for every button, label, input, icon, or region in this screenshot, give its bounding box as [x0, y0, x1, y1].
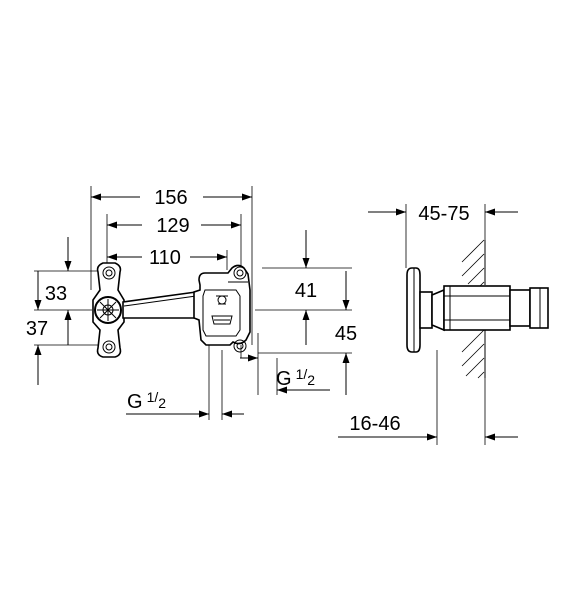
front-view: 156 129 110 33	[26, 186, 357, 420]
side-view: 45-75 16-46	[338, 203, 549, 445]
valve-body	[193, 264, 251, 353]
svg-text:G1/2: G1/2	[276, 366, 315, 390]
dimension-37: 37	[26, 271, 48, 385]
dim-37-label: 37	[26, 318, 48, 340]
thread-left-main: G	[127, 391, 143, 413]
dim-129-label: 129	[156, 215, 189, 237]
thread-right-main: G	[276, 368, 292, 390]
valve-body-side	[443, 285, 549, 331]
dimension-45-75: 45-75	[368, 203, 518, 225]
dimension-16-46: 16-46	[338, 413, 518, 441]
dim-41-label: 41	[295, 280, 317, 302]
dimension-33: 33	[45, 237, 72, 345]
dimension-110: 110	[107, 247, 227, 269]
thread-right-numerator: 1	[296, 366, 304, 382]
thread-left-denominator: 2	[158, 395, 166, 411]
dim-156-label: 156	[154, 187, 187, 209]
flange-plate	[406, 267, 445, 353]
thread-right-denominator: 2	[307, 372, 315, 388]
dimension-41: 41	[295, 230, 317, 345]
dimension-129: 129	[107, 215, 241, 237]
dimension-156: 156	[91, 187, 252, 209]
mounting-bracket	[92, 262, 125, 358]
dim-45-75-label: 45-75	[418, 203, 469, 225]
svg-text:G1/2: G1/2	[127, 389, 166, 413]
dim-16-46-label: 16-46	[349, 413, 400, 435]
dim-33-label: 33	[45, 283, 67, 305]
dim-45-label: 45	[335, 323, 357, 345]
connecting-arm	[122, 291, 197, 319]
dimension-45: 45	[335, 271, 357, 395]
dim-110-label: 110	[149, 247, 181, 269]
thread-left-numerator: 1	[147, 389, 155, 405]
